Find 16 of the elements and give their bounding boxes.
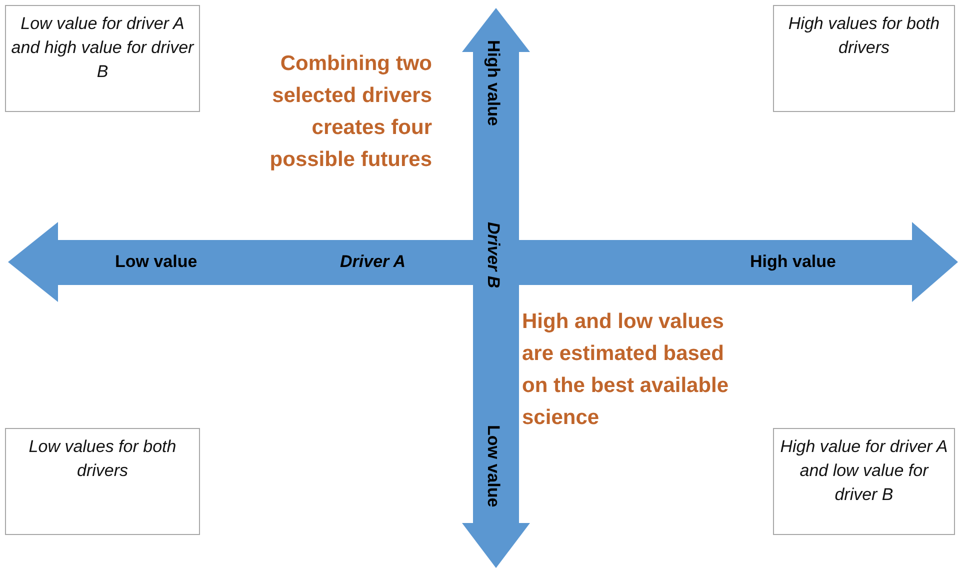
note-text: Combining two selected drivers creates four possible futures bbox=[268, 51, 432, 173]
scenario-text: High values for both drivers bbox=[787, 13, 941, 59]
scenario-box bbox=[5, 5, 200, 112]
axis-title: Driver B bbox=[483, 222, 503, 288]
scenario-box bbox=[5, 428, 200, 535]
scenario-box bbox=[773, 5, 955, 112]
axis-title: Driver A bbox=[340, 252, 406, 272]
axis-label: High value bbox=[750, 252, 836, 272]
axis-label: Low value bbox=[115, 252, 198, 272]
scenario-text: Low value for driver A and high value for driver B bbox=[10, 13, 195, 83]
scenario-text: Low values for both drivers bbox=[28, 436, 178, 482]
axis-label: High value bbox=[483, 40, 503, 126]
scenario-box bbox=[773, 428, 955, 535]
axis-label: Low value bbox=[483, 425, 503, 508]
note-text: High and low values are estimated based on the best available science bbox=[522, 309, 730, 431]
scenario-text: High value for driver A and low value for driver B bbox=[779, 436, 949, 506]
